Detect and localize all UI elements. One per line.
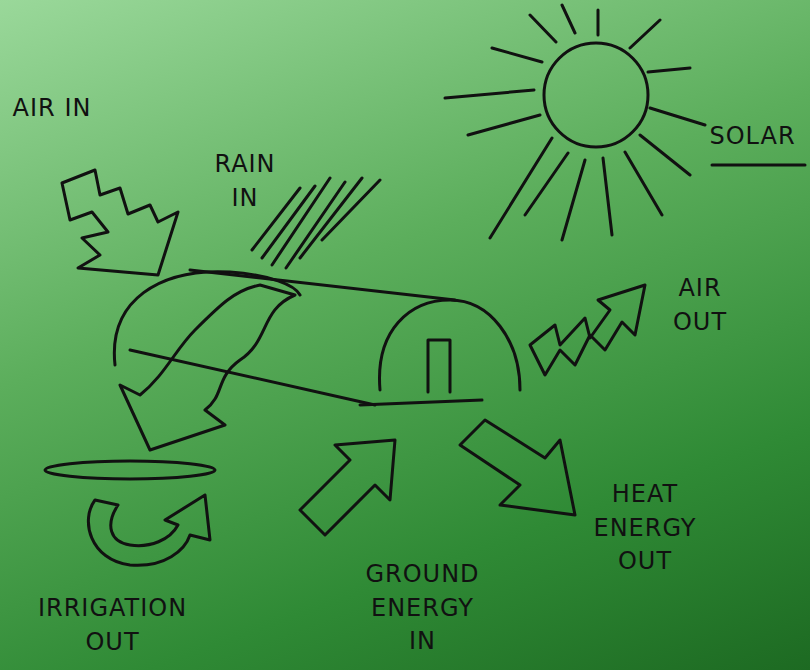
annotation-label: RAIN IN [200,148,290,215]
sun-rays [445,5,705,240]
irrigation-out-arrow [88,495,210,565]
greenhouse-lower-edge [130,350,375,405]
annotation-label: IRRIGATION OUT [15,592,210,659]
rain-strokes [252,178,380,268]
solar-underline [712,164,805,167]
rain-through-arrow [120,285,295,450]
air-out-arrow [530,285,645,375]
annotation-label: SOLAR [695,120,810,154]
annotation-label: AIR IN [12,92,92,126]
ground-energy-arrow [300,440,395,535]
irrigation-pool [45,461,215,479]
air-in-arrow [62,170,178,275]
annotation-label: GROUND ENERGY IN [360,558,485,659]
heat-energy-arrow [460,420,575,515]
annotation-label: AIR OUT [655,272,745,339]
sun-disc [544,43,648,147]
greenhouse-door [428,340,450,392]
annotation-label: HEAT ENERGY OUT [570,478,720,579]
greenhouse-ridge [190,270,455,300]
greenhouse-base [360,400,482,405]
